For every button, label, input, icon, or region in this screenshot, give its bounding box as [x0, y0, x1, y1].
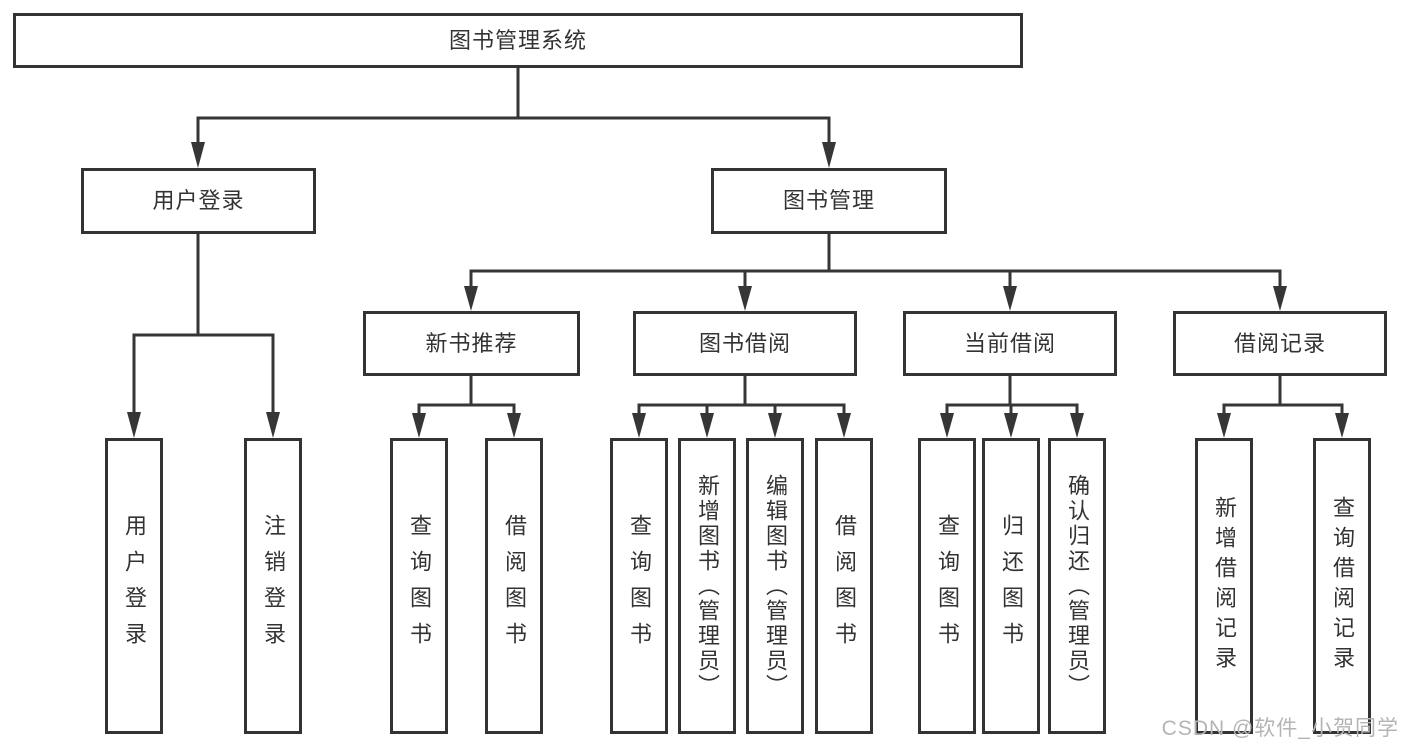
node-label: 确认归还（管理员） [1065, 473, 1090, 699]
node-new-book-recommend: 新书推荐 [363, 311, 580, 376]
arrowhead [191, 142, 205, 168]
node-book-borrowing: 图书借阅 [633, 311, 857, 376]
node-leaf-query-books-recommend: 查询图书 [390, 438, 448, 734]
arrowhead [507, 413, 521, 438]
arrowhead [1335, 413, 1349, 438]
connector-new-book-recommend-split [412, 374, 521, 438]
node-label: 查询图书 [935, 514, 960, 658]
node-leaf-query-books-borrowing: 查询图书 [610, 438, 668, 734]
node-borrow-records: 借阅记录 [1173, 311, 1387, 376]
node-label: 用户登录 [122, 514, 147, 658]
node-leaf-add-books-admin: 新增图书（管理员） [678, 438, 736, 734]
node-label: 借阅记录 [1233, 330, 1326, 356]
node-label: 当前借阅 [963, 330, 1056, 356]
node-label: 新书推荐 [425, 330, 518, 356]
node-user-login: 用户登录 [81, 168, 316, 234]
node-label: 归还图书 [999, 514, 1024, 658]
node-leaf-logout: 注销登录 [244, 438, 302, 734]
arrowhead [1003, 286, 1017, 311]
node-label: 查询借阅记录 [1330, 496, 1355, 676]
arrowhead [700, 413, 714, 438]
connector-book-borrowing-split [632, 374, 851, 438]
node-leaf-borrow-books: 借阅图书 [815, 438, 873, 734]
arrowhead [127, 412, 141, 438]
node-label: 借阅图书 [502, 514, 527, 658]
node-library-management-system: 图书管理系统 [13, 13, 1023, 68]
node-label: 编辑图书（管理员） [763, 473, 788, 699]
arrowhead [837, 413, 851, 438]
node-label: 注销登录 [261, 514, 286, 658]
connector-user-login-split [127, 232, 280, 438]
node-label: 新增图书（管理员） [695, 473, 720, 699]
arrowhead [940, 413, 954, 438]
node-current-borrowing: 当前借阅 [903, 311, 1117, 376]
node-label: 新增借阅记录 [1212, 496, 1237, 676]
csdn-watermark: CSDN @软件_小贺同学 [1161, 717, 1399, 740]
node-leaf-return-books: 归还图书 [982, 438, 1040, 734]
arrowhead [412, 413, 426, 438]
arrowhead [1004, 413, 1018, 438]
arrowhead [1273, 286, 1287, 311]
arrowhead [768, 413, 782, 438]
connector-book-management-split [464, 232, 1287, 311]
node-label: 查询图书 [627, 514, 652, 658]
node-leaf-confirm-return-admin: 确认归还（管理员） [1048, 438, 1106, 734]
node-label: 借阅图书 [832, 514, 857, 658]
connector-borrow-records-split [1217, 374, 1349, 438]
arrowhead [1070, 413, 1084, 438]
arrowhead [464, 286, 478, 311]
node-book-management: 图书管理 [711, 168, 947, 234]
arrowhead [738, 286, 752, 311]
arrowhead [632, 413, 646, 438]
arrowhead [266, 412, 280, 438]
arrowhead [1217, 413, 1231, 438]
connector-root-split [191, 66, 836, 168]
connector-current-borrowing-split [940, 374, 1084, 438]
node-label: 查询图书 [407, 514, 432, 658]
arrowhead [822, 142, 836, 168]
node-label: 图书借阅 [698, 330, 791, 356]
node-label: 用户登录 [152, 188, 245, 213]
node-leaf-query-borrow-record: 查询借阅记录 [1313, 438, 1371, 734]
node-leaf-borrow-books-recommend: 借阅图书 [485, 438, 543, 734]
node-label: 图书管理系统 [448, 27, 587, 53]
node-leaf-query-books-current: 查询图书 [918, 438, 976, 734]
node-leaf-user-login: 用户登录 [105, 438, 163, 734]
node-label: 图书管理 [782, 188, 875, 213]
node-leaf-add-borrow-record: 新增借阅记录 [1195, 438, 1253, 734]
node-leaf-edit-books-admin: 编辑图书（管理员） [746, 438, 804, 734]
